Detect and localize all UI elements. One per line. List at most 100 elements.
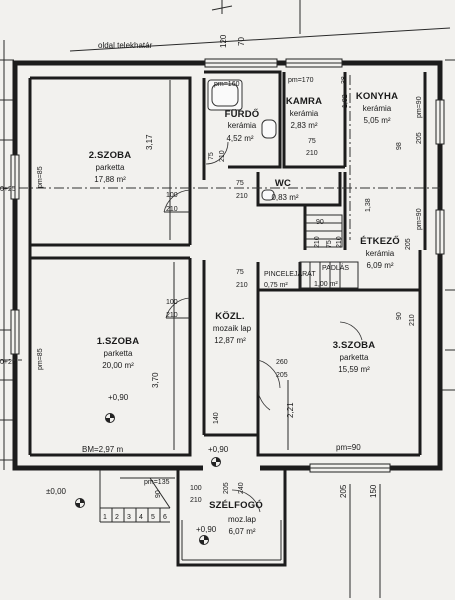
doors bbox=[163, 141, 363, 411]
dim-pince-210: 210 bbox=[236, 282, 248, 289]
room-szoba3: 3.SZOBA parketta 15,59 m² bbox=[333, 340, 376, 374]
room-name: PADLÁS bbox=[322, 263, 349, 272]
room-name: ÉTKEZŐ bbox=[360, 235, 400, 247]
level-left-lower: 0+25 bbox=[0, 359, 16, 366]
room-kamra: KAMRA kerámia 2,83 m² bbox=[286, 96, 322, 130]
dim-wc-210: 210 bbox=[236, 193, 248, 200]
dim-kozl-140: 140 bbox=[213, 412, 220, 424]
level-labels: +0,90 ±0,00 +0,90 +0,90 0+25 0+25 BM=2,9… bbox=[0, 186, 229, 534]
level-markers bbox=[75, 413, 221, 545]
room-name: SZÉLFOGÓ bbox=[209, 499, 263, 511]
dim-szelfogo-100: 100 bbox=[190, 485, 202, 492]
room-etkezo: ÉTKEZŐ kerámia 6,09 m² bbox=[360, 235, 400, 270]
level-marker-icon bbox=[75, 498, 85, 508]
room-floor: parketta bbox=[104, 349, 133, 358]
room-area: 2,83 m² bbox=[290, 121, 317, 130]
stair-step: 5 bbox=[151, 514, 155, 521]
fixtures bbox=[207, 79, 277, 201]
room-area: 15,59 m² bbox=[338, 365, 370, 374]
dim-bottom-205: 205 bbox=[339, 484, 348, 498]
dim-konyha-98: 98 bbox=[396, 142, 403, 150]
dim-etkezo-90: 90 bbox=[316, 219, 324, 226]
dim-szelfogo-210: 210 bbox=[190, 497, 202, 504]
dim-konyha-window: pm=90 bbox=[416, 96, 423, 118]
stair-step: 2 bbox=[115, 514, 119, 521]
dim-szoba2-317: 3,17 bbox=[145, 134, 154, 150]
level-szelfogo: +0,90 bbox=[196, 525, 217, 534]
room-area: 12,87 m² bbox=[214, 336, 246, 345]
room-floor: kerámia bbox=[366, 249, 395, 258]
dim-furdo-window: pm=160 bbox=[214, 81, 240, 88]
boundary-label: oldal telekhatár bbox=[98, 41, 153, 50]
dim-door1-100: 100 bbox=[166, 192, 178, 199]
room-szelfogo: SZÉLFOGÓ moz.lap 6,07 m² bbox=[209, 499, 263, 536]
dim-kamra-75: 75 bbox=[308, 138, 316, 145]
dim-etkezo-210: 210 bbox=[314, 236, 321, 248]
dim-120: 120 bbox=[219, 34, 228, 48]
level-left-upper: 0+25 bbox=[0, 186, 16, 193]
room-szoba1: 1.SZOBA parketta 20,00 m² bbox=[97, 336, 140, 370]
room-floor: kerámia bbox=[363, 104, 392, 113]
dim-entrance-240: 240 bbox=[238, 482, 245, 494]
dim-konyha-205: 205 bbox=[416, 132, 423, 144]
stair-step: 1 bbox=[103, 514, 107, 521]
level-marker-icon bbox=[211, 457, 221, 467]
room-furdo: FÜRDŐ kerámia 4,52 m² bbox=[225, 108, 260, 143]
dim-kamra-210: 210 bbox=[306, 150, 318, 157]
room-konyha: KONYHA kerámia 5,05 m² bbox=[356, 91, 398, 125]
wc-toilet-icon bbox=[261, 189, 275, 201]
room-kozl: KÖZL. mozaik lap 12,87 m² bbox=[213, 311, 252, 345]
room-padlas: PADLÁS 1,00 m² bbox=[314, 263, 349, 288]
level-marker-icon bbox=[199, 535, 209, 545]
wall-width-note: BM=2,97 m bbox=[82, 445, 123, 454]
dim-bottom-150: 150 bbox=[369, 484, 378, 498]
room-pince: PINCELEJÁRAT 0,75 m² bbox=[264, 269, 316, 289]
level-marker-icon bbox=[105, 413, 115, 423]
dim-door3-260: 260 bbox=[276, 359, 288, 366]
room-name: FÜRDŐ bbox=[225, 108, 260, 120]
room-name: 3.SZOBA bbox=[333, 340, 376, 351]
dimension-labels: 120 70 pm=160 pm=170 38 1,82 pm=90 205 9… bbox=[37, 34, 423, 504]
room-name: PINCELEJÁRAT bbox=[264, 269, 316, 278]
level-entrance: +0,90 bbox=[208, 445, 229, 454]
room-floor: parketta bbox=[96, 163, 125, 172]
room-floor: moz.lap bbox=[228, 515, 257, 524]
dim-step-210: 210 bbox=[336, 236, 343, 248]
room-floor: kerámia bbox=[290, 109, 319, 118]
dim-szoba3-window: pm=90 bbox=[336, 443, 361, 452]
room-floor: mozaik lap bbox=[213, 324, 252, 333]
dim-entrance-205: 205 bbox=[223, 482, 230, 494]
entrance-area bbox=[99, 470, 287, 567]
room-name: KONYHA bbox=[356, 91, 398, 102]
dim-door2-210: 210 bbox=[166, 312, 178, 319]
dim-szoba1-370: 3,70 bbox=[151, 372, 160, 388]
dim-pince-75: 75 bbox=[236, 269, 244, 276]
dim-70: 70 bbox=[237, 37, 246, 46]
toilet-icon bbox=[261, 119, 277, 139]
dim-kamra-window: pm=170 bbox=[288, 77, 314, 84]
level-szoba1: +0,90 bbox=[108, 393, 129, 402]
site-boundary: oldal telekhatár bbox=[69, 0, 451, 52]
level-ground: ±0,00 bbox=[46, 487, 67, 496]
room-area: 6,07 m² bbox=[228, 527, 255, 536]
room-name: WC bbox=[275, 178, 291, 189]
room-area: 1,00 m² bbox=[314, 281, 338, 288]
room-area: 4,52 m² bbox=[226, 134, 253, 143]
room-name: KÖZL. bbox=[215, 311, 245, 322]
room-area: 5,05 m² bbox=[363, 116, 390, 125]
dim-szoba3-90: 90 bbox=[396, 312, 403, 320]
dimension-lines bbox=[169, 80, 381, 598]
room-area: 6,09 m² bbox=[366, 261, 393, 270]
dim-wc-75: 75 bbox=[236, 180, 244, 187]
dim-etkezo-window: pm=90 bbox=[416, 208, 423, 230]
room-area: 20,00 m² bbox=[102, 361, 134, 370]
room-name: 2.SZOBA bbox=[89, 150, 132, 161]
dim-entrance-135: pm=135 bbox=[144, 479, 170, 486]
room-name: 1.SZOBA bbox=[97, 336, 140, 347]
room-wc: WC 0,83 m² bbox=[271, 178, 298, 202]
stair-step: 6 bbox=[163, 514, 167, 521]
dim-szoba1-window: pm=85 bbox=[37, 348, 44, 370]
axis-lines bbox=[0, 75, 440, 361]
room-floor: kerámia bbox=[228, 121, 257, 130]
